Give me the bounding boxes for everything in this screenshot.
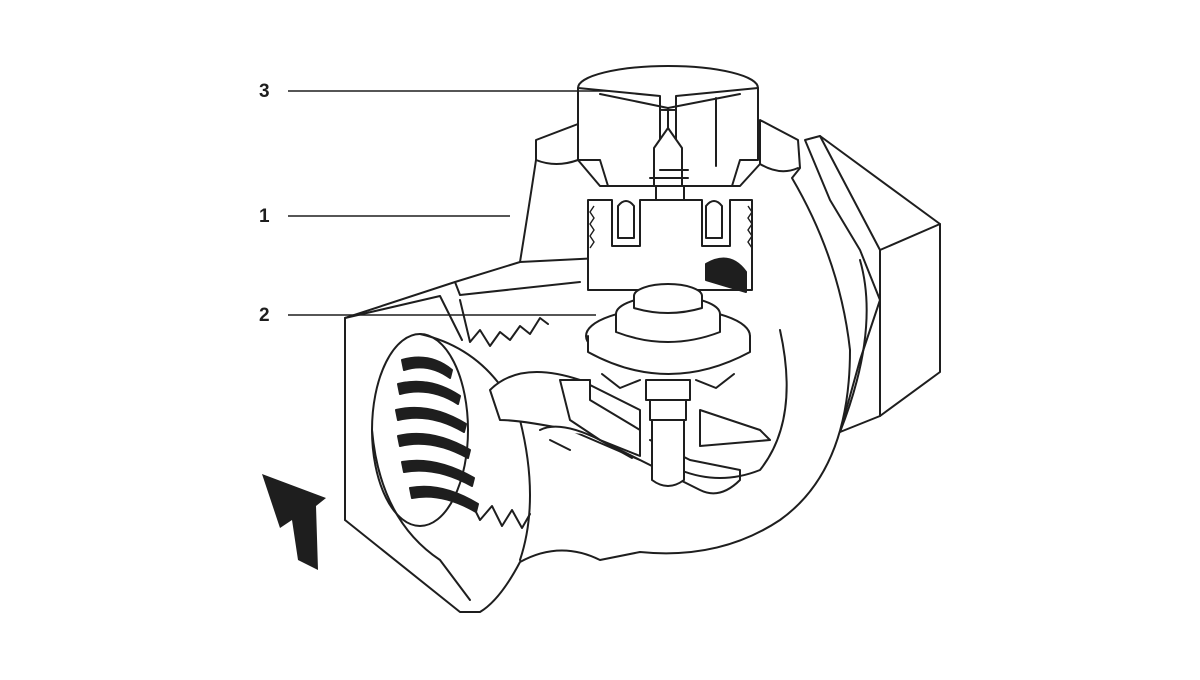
valve-disc — [585, 283, 751, 375]
callout-leaders — [288, 90, 610, 316]
callout-label-1: 1 — [259, 206, 270, 227]
gland-nut — [577, 65, 759, 187]
outlet-flange — [804, 135, 941, 433]
flow-direction-arrow-icon — [262, 474, 326, 570]
lower-stem — [559, 373, 735, 487]
callout-label-3: 3 — [259, 81, 270, 102]
callout-label-2: 2 — [259, 305, 270, 326]
inlet-threads — [395, 299, 549, 529]
bonnet-internals — [587, 199, 753, 293]
